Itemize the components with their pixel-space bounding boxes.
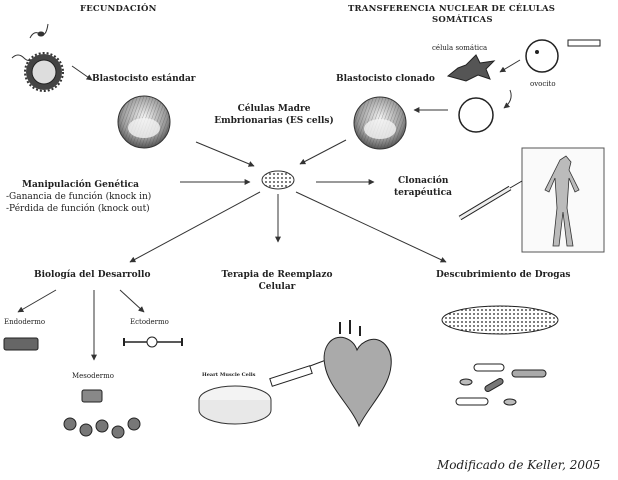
- endoderm-illustration: [3, 337, 39, 351]
- label-ectodermo: Ectodermo: [130, 318, 169, 326]
- label-manipulacion-knock-out: -Pérdida de función (knock out): [6, 204, 150, 214]
- label-ovocito: ovocito: [530, 80, 556, 88]
- label-terapia-line1: Terapia de Reemplazo: [221, 270, 333, 280]
- oocyte-illustration: [525, 39, 601, 73]
- header-fecundacion: FECUNDACIÓN: [80, 4, 157, 14]
- credit-keller: Modificado de Keller, 2005: [437, 458, 601, 472]
- label-manipulacion-knock-in: -Ganancia de función (knock in): [6, 192, 152, 202]
- label-terapia-line2: Celular: [258, 282, 296, 292]
- syringe-clonacion-illustration: [458, 180, 523, 221]
- flow-arrows: [17, 59, 521, 361]
- label-descubrimiento-drogas: Descubrimiento de Drogas: [436, 270, 571, 280]
- label-celulas-madre-line2: Embrionarias (ES cells): [214, 116, 334, 126]
- well-plate-illustration: [441, 305, 559, 335]
- label-blastocisto-estandar: Blastocisto estándar: [92, 74, 196, 84]
- mesoderm-illustration: [63, 389, 141, 439]
- cloned-blastocyst-illustration: [353, 96, 407, 150]
- petri-dish-illustration: [198, 385, 272, 425]
- enucleated-oocyte-illustration: [458, 97, 494, 133]
- label-mesodermo: Mesodermo: [72, 372, 114, 380]
- label-manipulacion-title: Manipulación Genética: [22, 180, 139, 190]
- label-biologia-desarrollo: Biología del Desarrollo: [34, 270, 151, 280]
- label-celulas-madre-line1: Células Madre: [237, 104, 311, 114]
- label-celula-somatica: célula somática: [432, 44, 488, 52]
- label-clonacion-line2: terapéutica: [394, 188, 452, 198]
- header-transferencia-line2: SOMÁTICAS: [432, 15, 493, 25]
- label-endodermo: Endodermo: [4, 318, 46, 326]
- heart-illustration: [323, 320, 392, 428]
- label-blastocisto-clonado: Blastocisto clonado: [336, 74, 435, 84]
- label-heart-muscle-cells: Heart Muscle Cells: [202, 372, 256, 378]
- ectoderm-illustration: [123, 336, 183, 348]
- anatomy-figure-illustration: [521, 147, 605, 253]
- es-cell-cluster-illustration: [261, 170, 295, 190]
- somatic-cell-illustration: [446, 54, 496, 82]
- header-transferencia-line1: TRANSFERENCIA NUCLEAR DE CÉLULAS: [348, 4, 556, 14]
- syringe-terapia-illustration: [269, 359, 327, 387]
- label-clonacion-line1: Clonación: [398, 176, 449, 186]
- fertilized-egg-illustration: [24, 52, 64, 92]
- pills-illustration: [455, 363, 547, 406]
- standard-blastocyst-illustration: [117, 95, 171, 149]
